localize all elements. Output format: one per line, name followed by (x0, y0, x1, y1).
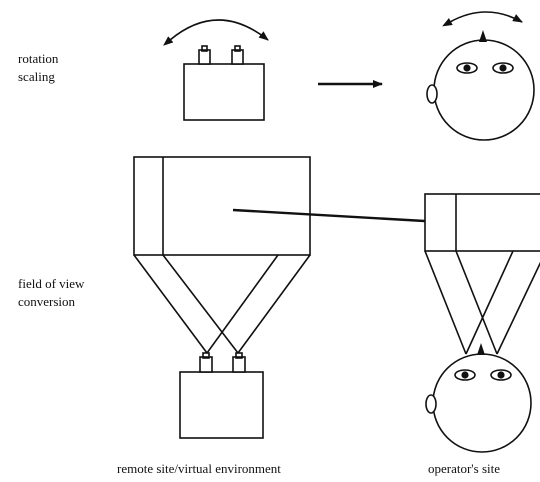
operator-head-bottom (425, 343, 532, 453)
view-plane-operator (424, 193, 540, 252)
eye-icon (490, 369, 512, 381)
label-field-of-view: field of view (18, 276, 85, 291)
view-plane-remote (133, 156, 311, 256)
caption-remote-site: remote site/virtual environment (117, 461, 281, 476)
rotation-arrow-operator (442, 11, 523, 27)
view-frustum-remote (133, 254, 311, 354)
label-scaling: scaling (18, 69, 55, 84)
eye-icon (456, 62, 478, 74)
caption-operator-site: operator's site (428, 461, 500, 476)
eye-icon (454, 369, 476, 381)
operator-head-top (426, 30, 535, 141)
view-frustum-operator (424, 250, 540, 355)
label-rotation: rotation (18, 51, 59, 66)
camera-remote-top (183, 45, 265, 121)
label-conversion: conversion (18, 294, 76, 309)
camera-remote-bottom (179, 352, 264, 439)
rotation-arrow-remote (163, 19, 269, 46)
eye-icon (492, 62, 514, 74)
